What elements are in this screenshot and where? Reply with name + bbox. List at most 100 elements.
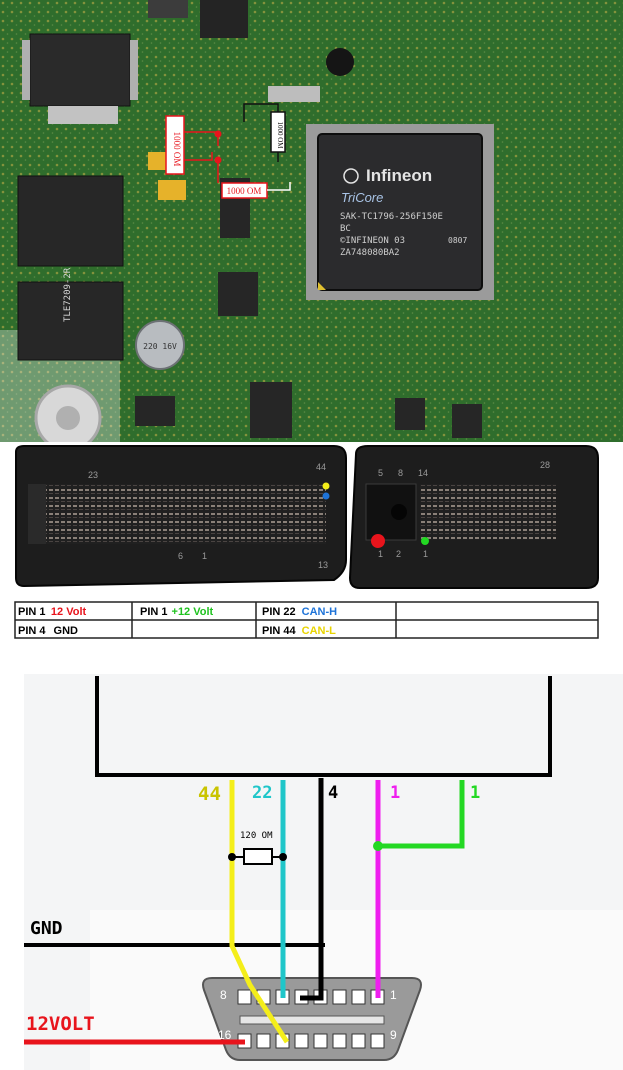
red-dot-1 <box>214 130 222 138</box>
tricore-chip <box>317 133 483 291</box>
wiring-diagram: 44 22 4 1 1 8 1 16 9 GND 12VOLT 120 OM <box>24 674 623 1070</box>
pcb-ic-leads-left <box>22 40 30 100</box>
wire-label-22: 22 <box>252 783 272 803</box>
twelve-volt-label: 12VOLT <box>26 1013 95 1035</box>
connector-pin-label-r1: 1 <box>378 549 383 559</box>
pcb-package-top <box>200 0 248 38</box>
pcb-mount-hole <box>326 48 354 76</box>
connector-pin-label-13: 13 <box>318 560 328 570</box>
resistor-box-1 <box>165 115 185 175</box>
obd-pin-label-16: 16 <box>218 1028 232 1042</box>
pcb-cap-text: 220 16V <box>143 342 177 351</box>
pin-marker-can-h <box>322 492 330 500</box>
connector-pin-label-5: 5 <box>378 468 383 478</box>
tricore-family: TriCore <box>341 190 383 205</box>
pcb-cap-top <box>148 0 188 18</box>
pcb-ic-topleft <box>29 33 131 107</box>
infineon-logo-icon <box>343 168 359 184</box>
ground-wire <box>300 778 324 1001</box>
pcb-tantalum-2 <box>158 180 186 200</box>
obd-pin-label-1: 1 <box>390 988 397 1002</box>
white-trace <box>267 182 291 191</box>
connector-pin-label-6: 6 <box>178 551 183 561</box>
ignition-junction <box>373 841 383 851</box>
tricore-line-3: ©INFINEON 03 <box>340 236 405 246</box>
pcb-ic-small-2 <box>218 272 258 316</box>
obd-pin-slot <box>351 989 366 1005</box>
tricore-line-5: 0807 <box>448 236 467 245</box>
red-dot-2 <box>214 156 222 164</box>
pcb-ic-leads-right <box>130 40 138 100</box>
connector-pin-label-r2: 2 <box>396 549 401 559</box>
ecu-box-outline <box>95 676 552 777</box>
black-trace-1 <box>243 103 279 122</box>
pcb-screw-head <box>56 406 80 430</box>
pcb-electrolytic-cap <box>135 320 185 370</box>
obd-pin-slot <box>256 1033 271 1049</box>
connector-pin-label-1: 1 <box>202 551 207 561</box>
pin-marker-can-l <box>322 482 330 490</box>
obd-pin-slot <box>332 989 347 1005</box>
gnd-label: GND <box>30 918 63 939</box>
obd-pin-slot <box>332 1033 347 1049</box>
resistor-label-3: 1000 OM <box>276 121 284 149</box>
obd-pin-slot <box>294 1033 309 1049</box>
tricore-line-1: SAK-TC1796-256F150E <box>340 212 443 222</box>
wire-label-1-magenta: 1 <box>390 783 400 803</box>
terminator-label: 120 OM <box>240 831 273 841</box>
pcb-ic-leads-bottom <box>48 106 118 124</box>
obd-pin-slot <box>351 1033 366 1049</box>
obd-pin-label-9: 9 <box>390 1028 397 1042</box>
pcb-diode <box>135 396 175 426</box>
obd-divider <box>239 1015 385 1025</box>
wire-label-1-green: 1 <box>470 783 480 803</box>
pcb-connector-strip <box>268 86 320 102</box>
connector-pin-label-23: 23 <box>88 470 98 480</box>
wire-label-4: 4 <box>328 783 338 803</box>
tricore-brand: Infineon <box>366 166 432 185</box>
connector-right-pins <box>420 484 556 540</box>
obd-pin-slot <box>237 989 252 1005</box>
resistor-annotations: 1000 OM 1000 OM 1000 OM <box>165 103 291 199</box>
connector-left-pins <box>46 484 326 544</box>
pcb-ic-left-2 <box>17 281 124 361</box>
terminator-node-right <box>279 853 287 861</box>
ecu-connector: 23 44 6 1 13 5 8 14 28 1 2 1 <box>0 442 623 600</box>
pcb-photo: TLE7209-2R 220 16V Infineon TriCore SAK-… <box>0 0 623 452</box>
obd-pin-label-8: 8 <box>220 988 227 1002</box>
red-trace-2 <box>184 152 213 161</box>
obd-pin-slot <box>313 1033 328 1049</box>
resistor-label-2: 1000 OM <box>227 186 262 196</box>
pcb-ic-left-1 <box>17 175 124 267</box>
pcb-ic-small-3 <box>250 382 292 438</box>
connector-pin-label-14: 14 <box>418 468 428 478</box>
pin-marker-12v <box>371 534 385 548</box>
pcb-ic-small-4 <box>395 398 425 430</box>
pcb-ic-small-5 <box>452 404 482 438</box>
resistor-label-1: 1000 OM <box>172 132 182 167</box>
obd-pin-slot <box>370 1033 385 1049</box>
wire-label-44: 44 <box>198 783 221 805</box>
connector-pin-label-8: 8 <box>398 468 403 478</box>
pin-marker-plus12v <box>421 537 429 545</box>
pin-marker-gnd <box>391 504 407 520</box>
terminator-node-left <box>228 853 236 861</box>
terminator-resistor <box>243 848 273 865</box>
tricore-pin1-mark <box>318 282 326 290</box>
connector-left-latch <box>28 484 46 544</box>
ignition-plus-wire <box>378 780 465 849</box>
connector-pin-label-28: 28 <box>540 460 550 470</box>
connector-pin-label-44: 44 <box>316 462 326 472</box>
tricore-line-2: BC <box>340 224 351 234</box>
connector-pin-label-r1b: 1 <box>423 549 428 559</box>
pcb-ic-text: TLE7209-2R <box>63 267 73 322</box>
tricore-line-4: ZA748080BA2 <box>340 248 400 258</box>
pin-table-cell: PIN 1+12 Volt <box>140 606 214 618</box>
